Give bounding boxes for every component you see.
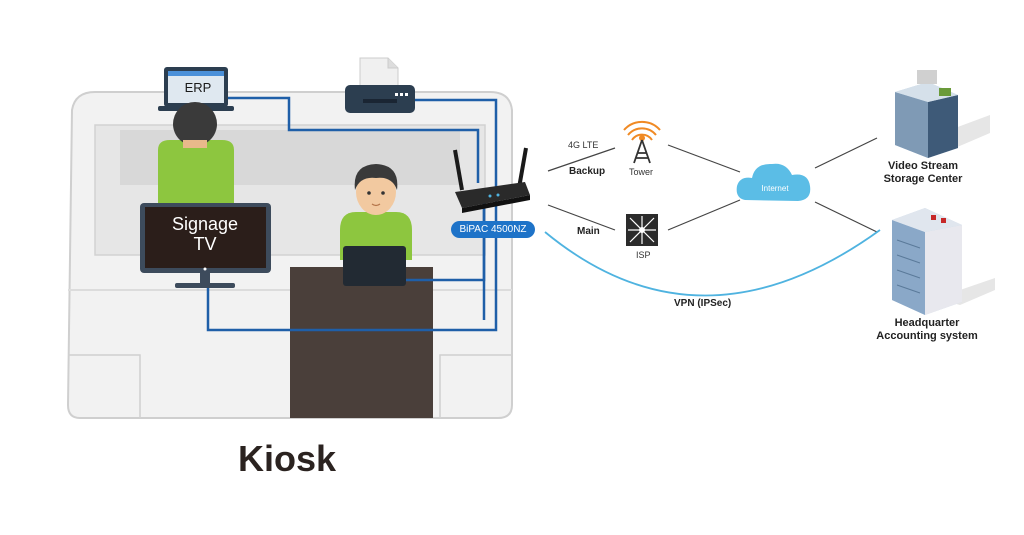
internet-cloud-icon — [736, 163, 811, 201]
signage-tv — [140, 203, 271, 288]
printer — [345, 57, 415, 113]
vpn-arc — [544, 229, 881, 297]
hq-line-1: Headquarter — [894, 317, 960, 329]
signage-tv-label: Signage TV — [146, 214, 264, 254]
router-model-badge: BiPAC 4500NZ — [451, 221, 535, 238]
lte-label: 4G LTE — [568, 140, 599, 150]
customer-person — [340, 164, 412, 286]
vpn-label: VPN (IPSec) — [674, 298, 732, 309]
wan-links — [547, 137, 878, 233]
counter-panel — [290, 267, 433, 418]
hq-line-2: Accounting system — [876, 330, 978, 342]
signage-line-1: Signage — [171, 214, 239, 234]
tower-icon — [623, 120, 661, 164]
video-line-1: Video Stream — [887, 160, 959, 172]
erp-label: ERP — [184, 80, 212, 95]
isp-icon — [626, 214, 658, 246]
staff-person — [158, 102, 234, 210]
internet-label: Internet — [761, 184, 789, 193]
video-storage-label: Video Stream Storage Center — [868, 160, 978, 186]
network-cables — [206, 96, 498, 332]
backup-label: Backup — [569, 166, 606, 177]
video-line-2: Storage Center — [883, 173, 963, 185]
video-storage-building-icon — [895, 70, 990, 158]
headquarter-building-icon — [892, 208, 995, 315]
kiosk-desk — [66, 91, 513, 419]
hq-label: Headquarter Accounting system — [868, 317, 986, 343]
customer-laptop — [343, 246, 406, 286]
router-device — [453, 147, 530, 213]
erp-laptop — [158, 67, 234, 111]
signage-line-2: TV — [193, 234, 217, 254]
tower-label: Tower — [629, 167, 654, 177]
isp-label: ISP — [636, 250, 651, 260]
kiosk-title: Kiosk — [238, 438, 337, 479]
main-label: Main — [577, 226, 600, 237]
